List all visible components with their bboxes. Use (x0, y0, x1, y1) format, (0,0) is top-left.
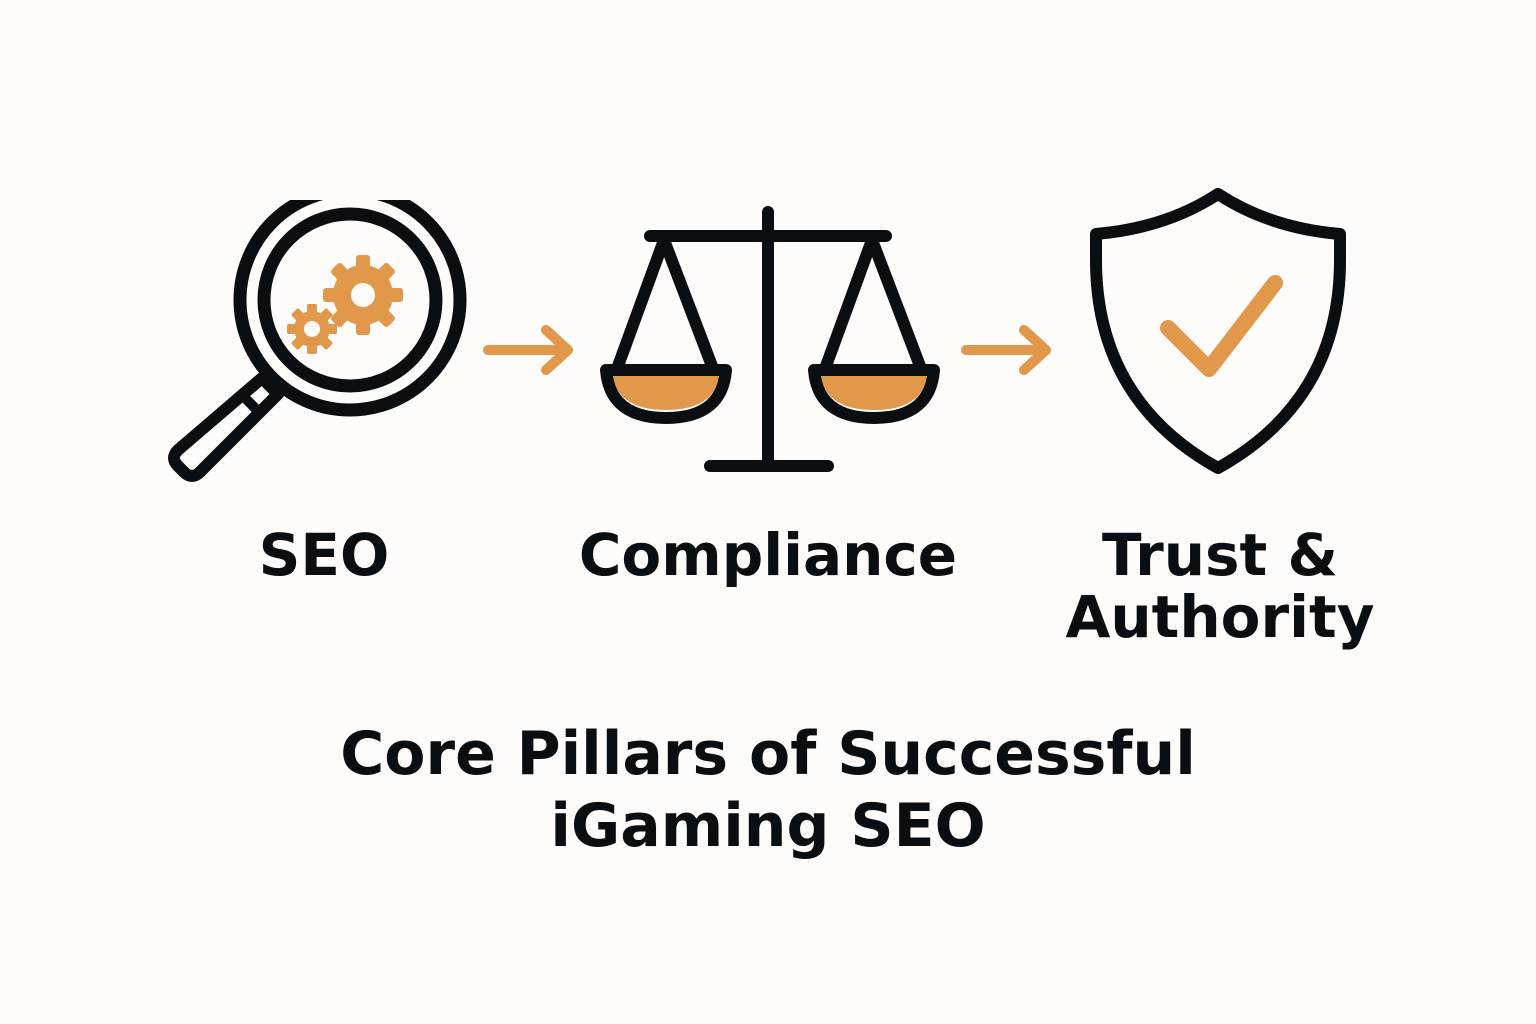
pillar-label-trust-line2: Authority (1065, 583, 1375, 651)
pillar-label-trust-authority: Trust & Authority (1040, 524, 1400, 648)
balance-scale-icon (600, 206, 940, 472)
diagram-title-line1: Core Pillars of Successful (340, 719, 1196, 789)
shield-check-icon (1090, 188, 1346, 474)
pillar-label-seo: SEO (258, 521, 390, 589)
arrow-right-icon (961, 325, 1051, 375)
diagram-title-line2: iGaming SEO (550, 791, 986, 861)
pillar-label-trust-line1: Trust & (1101, 521, 1339, 589)
diagram-title: Core Pillars of Successful iGaming SEO (0, 718, 1536, 862)
pillar-label-compliance: Compliance (578, 521, 958, 589)
magnifier-gears-icon (168, 200, 467, 482)
arrow-right-icon (483, 325, 573, 375)
